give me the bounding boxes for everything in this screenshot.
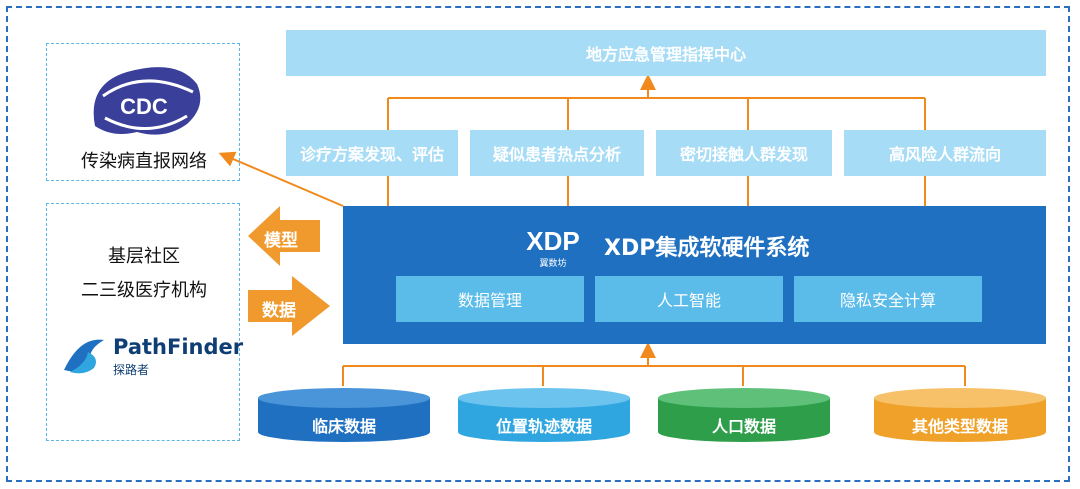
- clinic-label-2: 二三级医疗机构: [81, 280, 207, 301]
- cdc-logo-text: CDC: [120, 94, 168, 119]
- module-data-management: 数据管理: [396, 276, 584, 322]
- data-source-label-1: 临床数据: [311, 417, 376, 436]
- function-box-1: 诊疗方案发现、评估: [286, 130, 458, 176]
- pathfinder-logo-text: PathFinder: [113, 335, 244, 359]
- outer-frame: [6, 6, 1070, 482]
- cylinder-other: [874, 388, 1046, 442]
- cdc-label: 传染病直报网络: [81, 151, 207, 172]
- xdp-logo-text: XDP: [526, 226, 579, 256]
- module-privacy-computing: 隐私安全计算: [794, 276, 982, 322]
- data-source-label-2: 位置轨迹数据: [495, 417, 592, 436]
- xdp-title: XDP集成软硬件系统: [604, 236, 810, 261]
- pathfinder-logo-icon: [64, 339, 104, 374]
- model-arrow-label: 模型: [264, 231, 298, 251]
- data-source-label-4: 其他类型数据: [911, 417, 1008, 436]
- cylinder-location: [458, 388, 630, 442]
- clinic-panel: 基层社区 二三级医疗机构: [46, 203, 240, 441]
- cylinder-population: [658, 388, 830, 442]
- xdp-logo-icon: XDP 翼数坊: [526, 226, 579, 268]
- xdp-logo-sub: 翼数坊: [539, 257, 566, 268]
- clinic-label-1: 基层社区: [108, 246, 180, 267]
- arrow-to-cdc: [218, 151, 344, 207]
- module-ai: 人工智能: [595, 276, 783, 322]
- cdc-logo-icon: CDC: [93, 67, 201, 135]
- function-box-2: 疑似患者热点分析: [470, 130, 644, 176]
- data-arrow-label: 数据: [262, 301, 296, 321]
- function-box-3: 密切接触人群发现: [656, 130, 832, 176]
- function-box-4: 高风险人群流向: [844, 130, 1046, 176]
- data-arrow: [248, 276, 330, 336]
- pathfinder-logo-sub: 探路者: [113, 363, 150, 377]
- command-center-bar: 地方应急管理指挥中心: [286, 30, 1046, 76]
- data-source-label-3: 人口数据: [711, 417, 776, 436]
- cylinder-clinical: [258, 388, 430, 442]
- model-arrow: [248, 206, 320, 266]
- cdc-panel: CDC 传染病直报网络: [46, 43, 240, 181]
- xdp-system-panel: XDP 翼数坊 XDP集成软硬件系统 数据管理 人工智能 隐私安全计算: [343, 206, 1046, 344]
